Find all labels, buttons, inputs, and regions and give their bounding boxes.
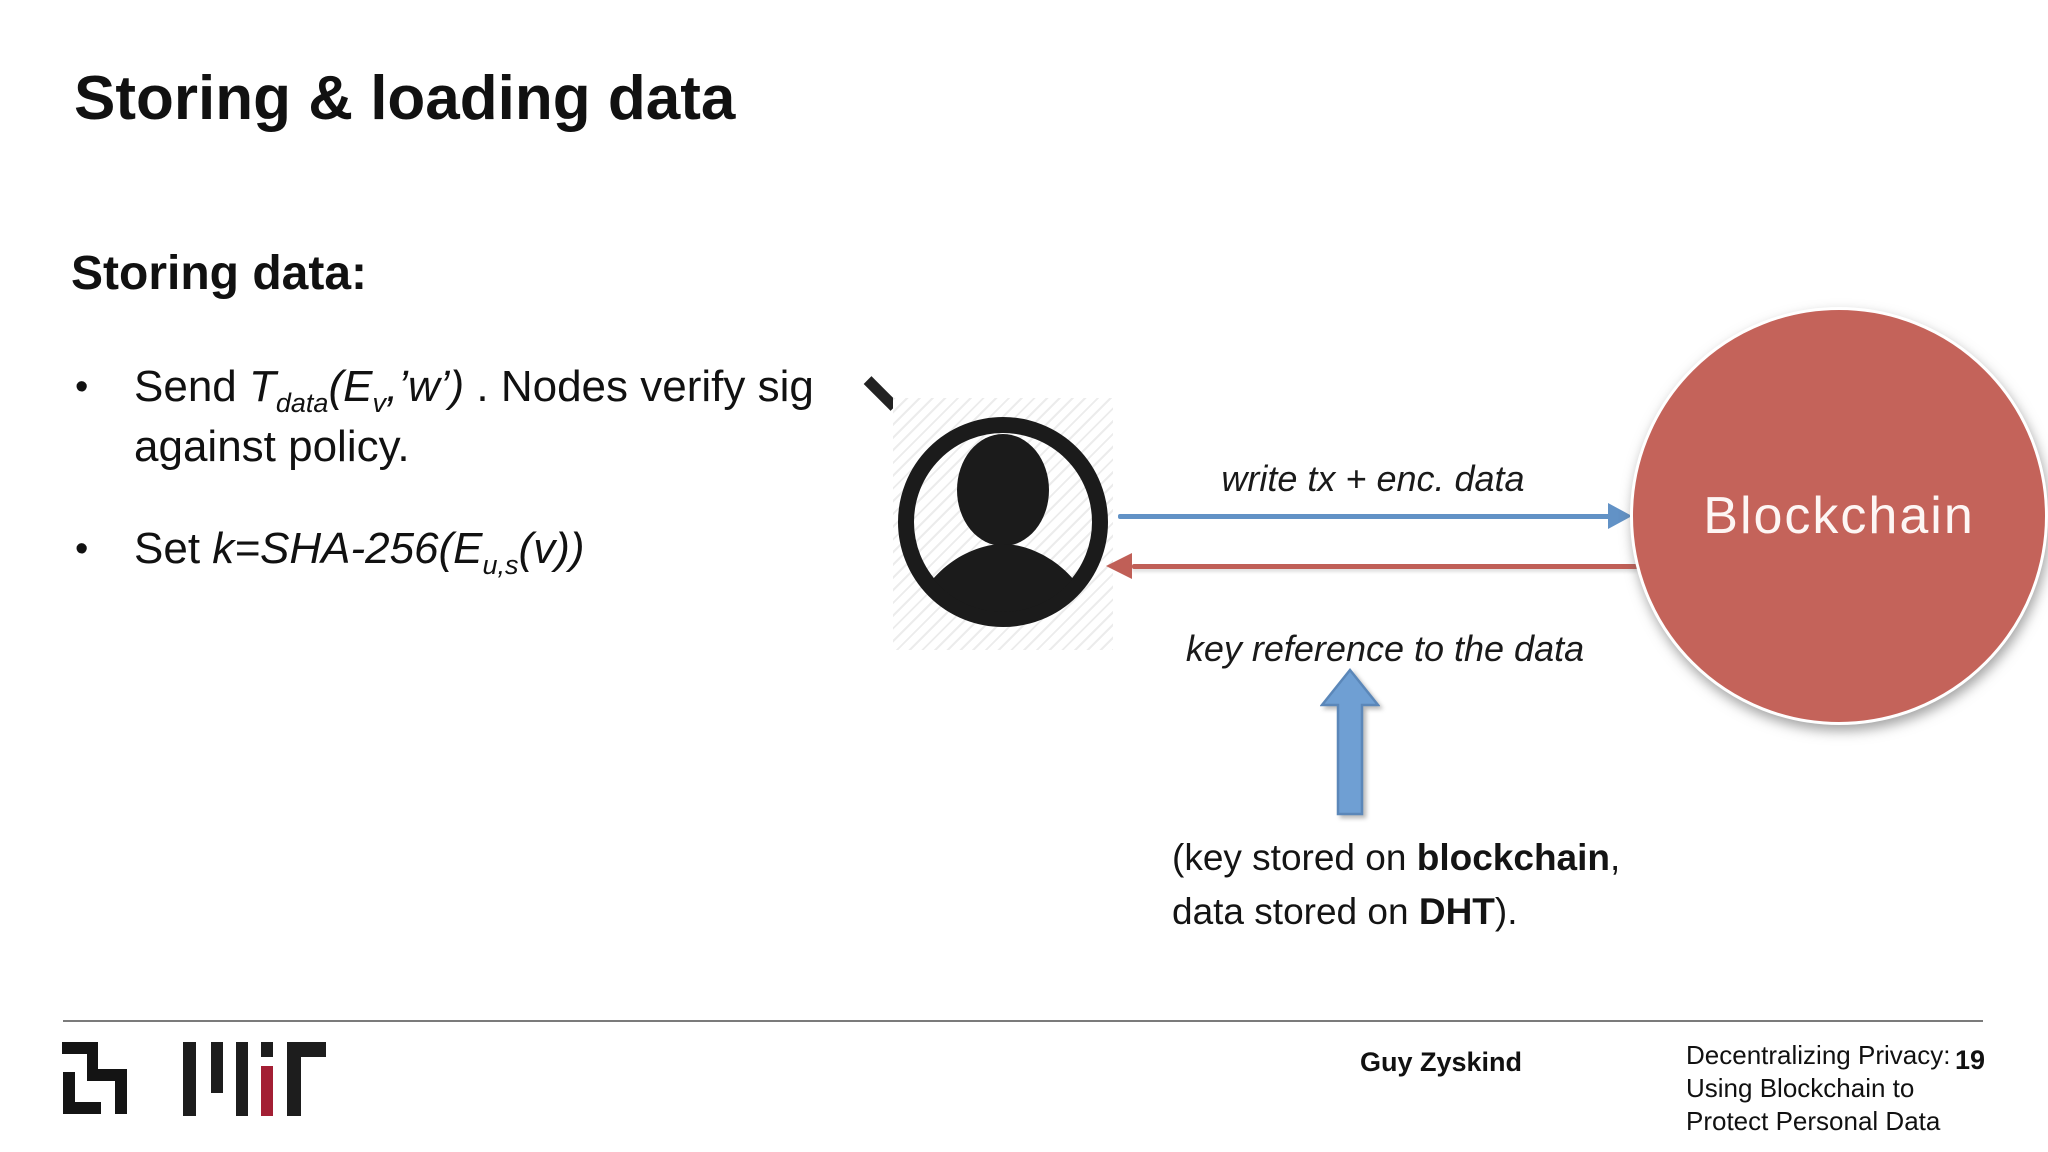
media-lab-logo-icon — [62, 1042, 127, 1114]
blockchain-node-label: Blockchain — [1703, 487, 1975, 545]
user-icon-box — [893, 398, 1113, 650]
mit-logo-icon — [183, 1042, 326, 1116]
write-arrow-label: write tx + enc. data — [1221, 458, 1525, 499]
write-arrow-head-icon — [1608, 503, 1632, 529]
section-heading: Storing data: — [71, 247, 367, 300]
slide-title: Storing & loading data — [74, 64, 736, 133]
key-arrow-head-icon — [1106, 553, 1132, 579]
page-number: 19 — [1954, 1045, 1985, 1075]
footer-deck-title: Decentralizing Privacy: Using Blockchain… — [1686, 1039, 1950, 1138]
blockchain-node: Blockchain — [1630, 307, 2048, 725]
footer-divider — [63, 1020, 1983, 1022]
bullet-marker: • — [75, 528, 89, 570]
bullet-item-send: • Send Tdata(Ev,’w’) . Nodes verify sig … — [75, 360, 944, 474]
write-arrow-line — [1118, 514, 1610, 519]
key-arrow-label: key reference to the data — [1185, 628, 1585, 669]
person-silhouette-icon — [898, 417, 1108, 627]
caption-line-1: (key stored on blockchain, — [1172, 837, 1621, 878]
up-arrow-icon — [1320, 668, 1380, 816]
deck-title-line: Using Blockchain to — [1686, 1073, 1915, 1103]
deck-title-line: Decentralizing Privacy: — [1686, 1040, 1951, 1070]
bullet-marker: • — [75, 366, 89, 408]
storage-caption: (key stored on blockchain, data stored o… — [1172, 831, 1620, 939]
caption-line-2: data stored on DHT). — [1172, 891, 1518, 932]
bullet-text: Send Tdata(Ev,’w’) . Nodes verify sig ag… — [134, 362, 814, 471]
bullet-item-set-key: • Set k=SHA-256(Eu,s(v)) — [75, 522, 944, 582]
footer-author: Guy Zyskind — [1360, 1047, 1523, 1077]
deck-title-line: Protect Personal Data — [1686, 1106, 1941, 1136]
bullet-text: Set k=SHA-256(Eu,s(v)) — [134, 524, 585, 580]
key-arrow-line — [1132, 564, 1638, 569]
